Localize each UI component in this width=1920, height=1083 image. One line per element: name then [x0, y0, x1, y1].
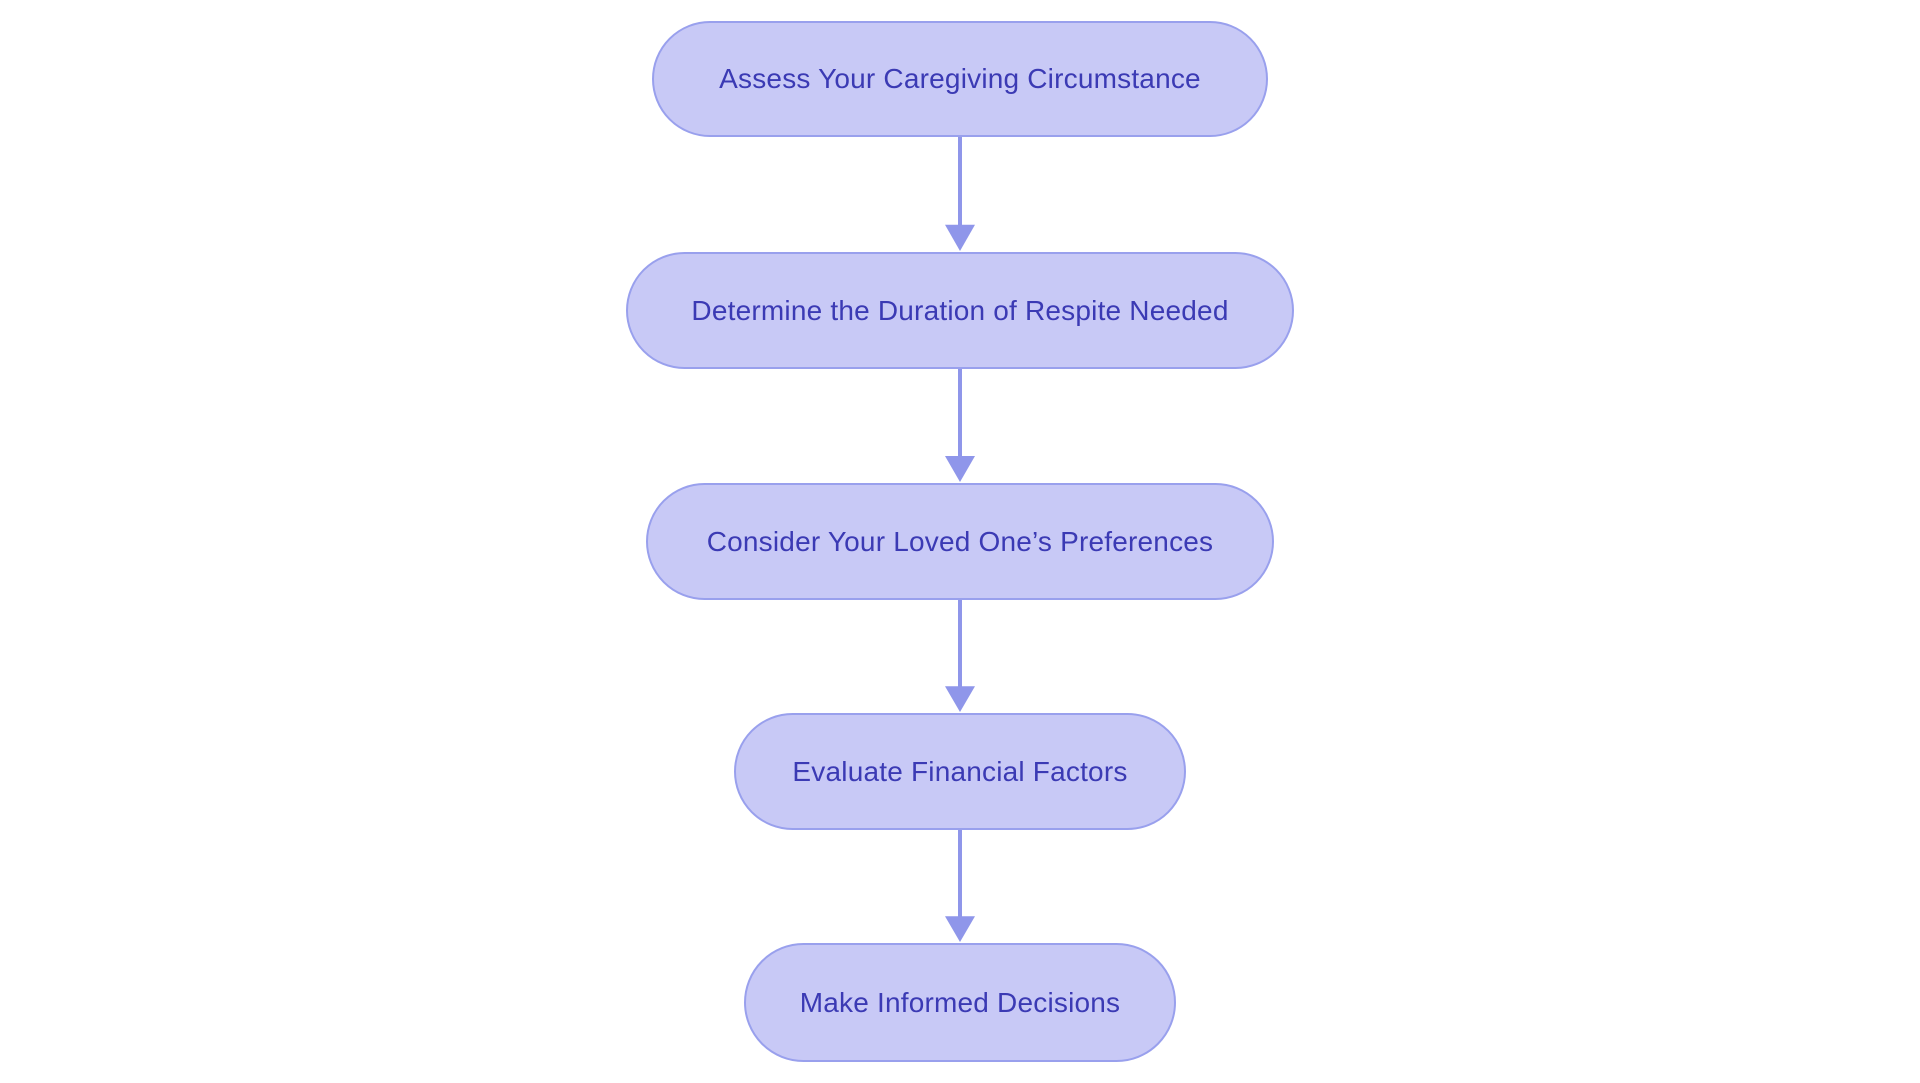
- arrow-down-icon: [945, 369, 975, 482]
- flow-node-determine-respite-duration: Determine the Duration of Respite Needed: [626, 252, 1294, 369]
- flow-node-make-informed-decisions: Make Informed Decisions: [744, 943, 1176, 1062]
- flow-node-label: Determine the Duration of Respite Needed: [691, 294, 1229, 326]
- arrow-down-icon: [945, 600, 975, 713]
- flow-node-consider-loved-one-preferences: Consider Your Loved One’s Preferences: [646, 483, 1274, 600]
- flow-node-label: Make Informed Decisions: [799, 986, 1121, 1018]
- arrow-down-icon: [945, 830, 975, 943]
- flow-node-assess-caregiving-circumstance: Assess Your Caregiving Circumstance: [652, 21, 1268, 137]
- flow-node-label: Assess Your Caregiving Circumstance: [719, 63, 1201, 94]
- arrow-down-icon: [945, 137, 975, 251]
- flow-node-label: Consider Your Loved One’s Preferences: [706, 525, 1214, 557]
- flow-node-label: Evaluate Financial Factors: [792, 755, 1128, 787]
- flow-node-evaluate-financial-factors: Evaluate Financial Factors: [734, 713, 1186, 830]
